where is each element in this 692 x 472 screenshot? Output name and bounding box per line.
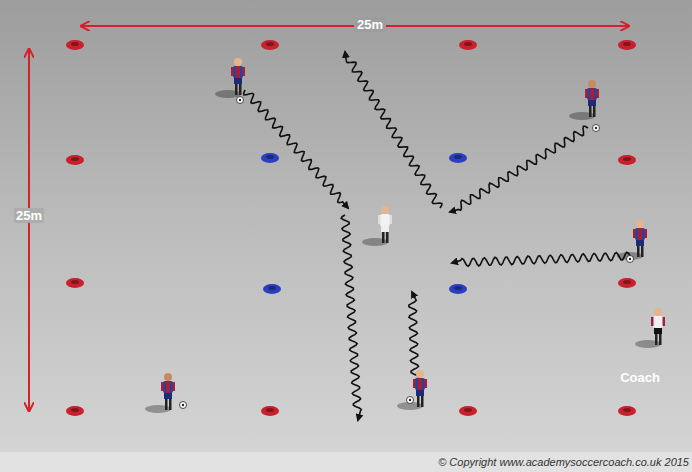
- player: [145, 373, 187, 413]
- cone-hole: [623, 408, 631, 412]
- coach-label: Coach: [620, 370, 660, 385]
- dribble-path: [452, 252, 630, 266]
- player: [635, 308, 665, 348]
- cone-hole: [268, 286, 276, 290]
- cone-hole: [71, 42, 79, 46]
- cone-hole: [71, 157, 79, 161]
- dimension-label: 25m: [14, 208, 44, 223]
- cone: [66, 155, 84, 165]
- ball: [237, 97, 244, 104]
- ball: [627, 256, 634, 263]
- cone: [261, 40, 279, 50]
- cone: [459, 40, 477, 50]
- cone-hole: [71, 408, 79, 412]
- ball: [180, 402, 187, 409]
- cone: [449, 284, 467, 294]
- cone: [261, 153, 279, 163]
- cone-hole: [71, 280, 79, 284]
- cone-hole: [266, 408, 274, 412]
- cone-hole: [464, 408, 472, 412]
- cone: [449, 153, 467, 163]
- cone-hole: [454, 155, 462, 159]
- cone: [66, 278, 84, 288]
- cone: [66, 40, 84, 50]
- player: [569, 80, 600, 132]
- cone-hole: [266, 155, 274, 159]
- copyright-watermark: © Copyright www.academysoccercoach.co.uk…: [438, 456, 689, 468]
- dribble-path: [345, 52, 442, 208]
- dribble-path: [409, 292, 419, 380]
- dribble-path: [341, 215, 361, 420]
- ball: [593, 125, 600, 132]
- player: [617, 220, 647, 263]
- player: [397, 370, 427, 410]
- cone: [618, 155, 636, 165]
- dribble-path: [450, 126, 588, 212]
- cone-hole: [623, 42, 631, 46]
- cone-hole: [266, 42, 274, 46]
- ball: [407, 397, 414, 404]
- cone-hole: [623, 280, 631, 284]
- cone: [66, 406, 84, 416]
- cone: [618, 40, 636, 50]
- cone: [263, 284, 281, 294]
- dimension-label: 25m: [354, 17, 386, 32]
- cone: [618, 278, 636, 288]
- player: [215, 58, 245, 104]
- cone-hole: [454, 286, 462, 290]
- player: [362, 206, 392, 246]
- cone-hole: [464, 42, 472, 46]
- dribble-path: [244, 90, 348, 208]
- cone: [618, 406, 636, 416]
- cone: [459, 406, 477, 416]
- cone: [261, 406, 279, 416]
- cone-hole: [623, 157, 631, 161]
